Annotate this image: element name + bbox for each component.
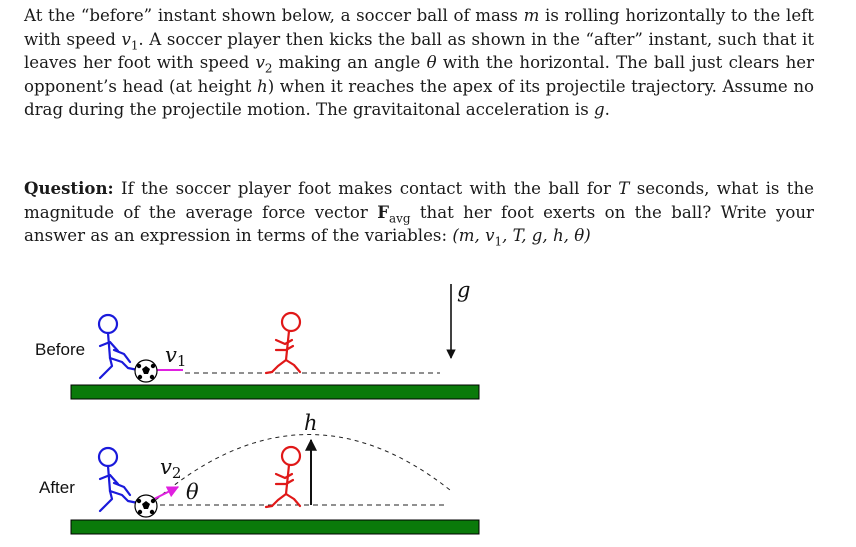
- opponent-before: [264, 311, 302, 375]
- math-var: v: [255, 53, 265, 72]
- player-before: [97, 313, 140, 380]
- math-var: h: [257, 76, 268, 96]
- subscript: 2: [264, 61, 273, 76]
- subscript: avg: [388, 210, 411, 225]
- ground-after: [70, 519, 480, 535]
- text-run: If the soccer player foot makes contact …: [113, 179, 619, 198]
- text-run: with the horizontal. The ball just clear…: [24, 53, 815, 96]
- h-label: h: [304, 411, 318, 435]
- math-var: (m, v: [452, 226, 495, 245]
- subscript: 1: [130, 37, 139, 52]
- text-run: ) when it reaches the apex of its projec…: [24, 76, 815, 120]
- text-run: . A soccer player then kicks the ball as…: [24, 29, 814, 73]
- math-var: v: [121, 29, 131, 49]
- math-var: , T, g, h, θ): [502, 226, 591, 245]
- trajectory-arc: [149, 434, 451, 506]
- math-var: m: [523, 6, 540, 25]
- text-run: At the “before” instant shown below, a s…: [24, 6, 524, 25]
- v2-label: v2: [160, 455, 181, 482]
- before-label: Before: [35, 340, 86, 359]
- math-var: g: [593, 100, 605, 119]
- ground-before: [70, 384, 480, 400]
- bold-run: Question:: [24, 178, 114, 198]
- v1-label: v1: [165, 343, 186, 370]
- bold-run: F: [377, 201, 389, 222]
- g-label: g: [457, 278, 470, 302]
- soccer-ball-after-icon: [134, 494, 158, 518]
- opponent-after: [264, 445, 302, 509]
- text-run: that her foot exerts on the ball? Write …: [24, 202, 814, 246]
- text-run: is rolling horizontally to the left with…: [24, 6, 814, 49]
- question-text: Question: If the soccer player foot make…: [24, 177, 814, 248]
- problem-statement: At the “before” instant shown below, a s…: [24, 4, 814, 122]
- player-after: [97, 446, 140, 513]
- math-var: θ: [426, 53, 437, 72]
- subscript: 1: [494, 234, 503, 249]
- math-var: T: [618, 179, 630, 198]
- text-run: making an angle: [272, 53, 427, 72]
- text-run: seconds, what is the magnitude of the av…: [24, 179, 814, 222]
- after-label: After: [39, 478, 75, 497]
- soccer-ball-before-icon: [134, 359, 158, 383]
- text-run: .: [604, 100, 610, 119]
- theta-label: θ: [186, 480, 199, 504]
